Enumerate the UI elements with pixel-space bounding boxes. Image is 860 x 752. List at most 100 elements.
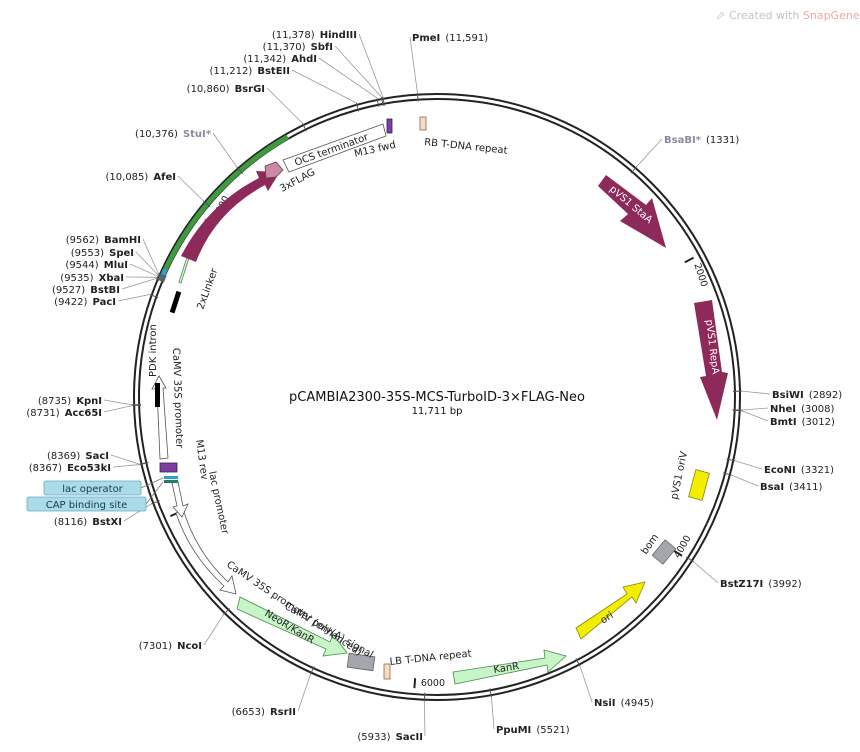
site-spei-label: (9553) SpeI (71, 241, 134, 260)
site-bsteii-leader (291, 69, 357, 104)
lac-operator-badge-label: lac operator (62, 484, 123, 495)
tick-6000 (413, 678, 417, 689)
restriction-sites: PmeI (11,591)(11,378) HindIII(11,370) Sb… (26, 23, 842, 744)
label-3xflag: 3xFLAG (278, 167, 317, 195)
tick-label-2000: 2000 (691, 262, 709, 288)
site-pmei-leader (409, 36, 418, 93)
snapgene-logo-icon: ⬀ (716, 9, 725, 22)
feature-pvs1-repa (694, 300, 728, 420)
label-pvs1-oriv: pVS1 oriV (669, 450, 690, 500)
site-bsai-label: BsaI (3411) (760, 475, 822, 494)
site-bsabi-leader (636, 138, 663, 167)
site-spei-leader (135, 251, 158, 275)
watermark-text: Created with SnapGene® (729, 9, 860, 22)
feature-lb-tdna-repeat (383, 663, 391, 680)
label-lb-tdna-repeat: LB T-DNA repeat (389, 648, 472, 668)
site-bstz17i-tick (685, 556, 694, 563)
site-bstxi-tick (151, 500, 160, 505)
site-bstxi-leader (123, 503, 152, 522)
site-ahdi-label: (11,342) AhdI (243, 47, 317, 66)
label-rb-tdna-repeat: RB T-DNA repeat (424, 137, 508, 157)
lac-operator-leader (140, 477, 164, 489)
site-saci-label: (8369) SacI (47, 444, 109, 463)
feature-m13-rev (159, 462, 178, 473)
site-nhei-label: NheI (3008) (770, 397, 834, 416)
feature-camv-35s (151, 375, 169, 460)
site-sbfi-leader (334, 45, 382, 98)
site-bsteii-tick (355, 102, 360, 112)
feature-pdk-intron (155, 383, 160, 407)
site-nsii-leader (579, 666, 593, 703)
boxed-labels: lac operator CAP binding site (26, 477, 164, 512)
site-bsiwi-label: BsiWI (2892) (772, 383, 842, 402)
site-stui-tick (236, 166, 244, 175)
feature-pvs1-staa (598, 175, 666, 248)
feature-m13-fwd (386, 118, 393, 134)
site-kpni-label: (8735) KpnI (38, 389, 102, 408)
site-hindiii-tick (382, 96, 385, 106)
feature-ocs-terminator (282, 123, 387, 173)
site-econi-tick (726, 458, 736, 462)
site-afei-leader (177, 175, 204, 202)
site-mlui-label: (9544) MluI (65, 253, 128, 272)
site-stui-leader (212, 132, 238, 168)
label-kanr: KanR (493, 661, 520, 676)
site-sacii-leader (423, 701, 426, 737)
cap-site-leader (145, 481, 164, 505)
site-nsii-label: NsiI (4945) (594, 691, 654, 710)
site-bstz17i-leader (693, 561, 719, 584)
site-xbai-tick (156, 276, 165, 282)
feature-rb-tdna-repeat (419, 116, 427, 131)
site-xbai-label: (9535) XbaI (60, 266, 124, 285)
feature-camv-polya (346, 652, 376, 672)
feature-lac-promoter (171, 481, 189, 518)
site-bmti-leader (741, 410, 769, 422)
site-bsrgi-tick (302, 123, 307, 132)
site-ppumi-label: PpuMI (5521) (496, 718, 570, 737)
site-bsabi-label: BsaBI* (1331) (664, 128, 739, 147)
site-bstbi-tick (155, 278, 165, 283)
cap-binding-site-badge-label: CAP binding site (46, 500, 128, 511)
site-ncoi-leader (203, 614, 224, 646)
feature-neor-kanr (236, 596, 348, 657)
site-bmti-label: BmtI (3012) (770, 410, 835, 429)
site-sacii-label: (5933) SacII (357, 725, 423, 744)
site-bamhi-leader (142, 238, 159, 274)
site-mlui-leader (129, 263, 158, 277)
tick-2000 (684, 256, 695, 264)
site-nhei-leader (741, 407, 769, 411)
site-econi-leader (735, 460, 763, 470)
site-bsiwi-leader (741, 390, 771, 395)
site-bamhi-tick (158, 272, 167, 278)
site-hindiii-leader (358, 33, 384, 97)
site-eco53ki-tick (139, 462, 149, 466)
site-bsabi-tick (630, 166, 638, 174)
feature-kanr (452, 649, 567, 685)
plasmid-title: pCAMBIA2300-35S-MCS-TurboID-3×FLAG-Neo (289, 390, 585, 405)
site-acc65i-leader (103, 405, 133, 413)
site-ncoi-tick (223, 608, 231, 616)
site-paci-tick (149, 294, 159, 299)
backbone (133, 93, 741, 701)
site-rsrii-tick (309, 666, 315, 675)
site-bsrgi-leader (266, 87, 303, 124)
site-acc65i-label: (8731) Acc65I (26, 401, 102, 420)
tick-4000 (673, 549, 683, 557)
snapgene-watermark: ⬀ Created with SnapGene® (716, 9, 860, 22)
site-bamhi-label: (9562) BamHI (66, 228, 141, 247)
feature-cap-site-mark (164, 480, 178, 483)
feature-marker-segment (169, 290, 182, 314)
site-econi-label: EcoNI (3321) (764, 458, 834, 477)
site-bsai-tick (722, 472, 732, 476)
site-paci-label: (9422) PacI (54, 290, 116, 309)
site-afei-label: (10,085) AfeI (106, 165, 176, 184)
site-hindiii-label: (11,378) HindIII (272, 23, 357, 42)
site-stui-label: (10,376) StuI* (135, 122, 212, 141)
site-ncoi-label: (7301) NcoI (139, 634, 202, 653)
site-nsii-tick (575, 658, 581, 667)
feature-lac-operator-mark (164, 476, 178, 479)
feature-3xflag (264, 161, 284, 179)
feature-turboid (181, 171, 280, 262)
site-kpni-leader (103, 399, 133, 406)
mcs-band (163, 134, 289, 271)
